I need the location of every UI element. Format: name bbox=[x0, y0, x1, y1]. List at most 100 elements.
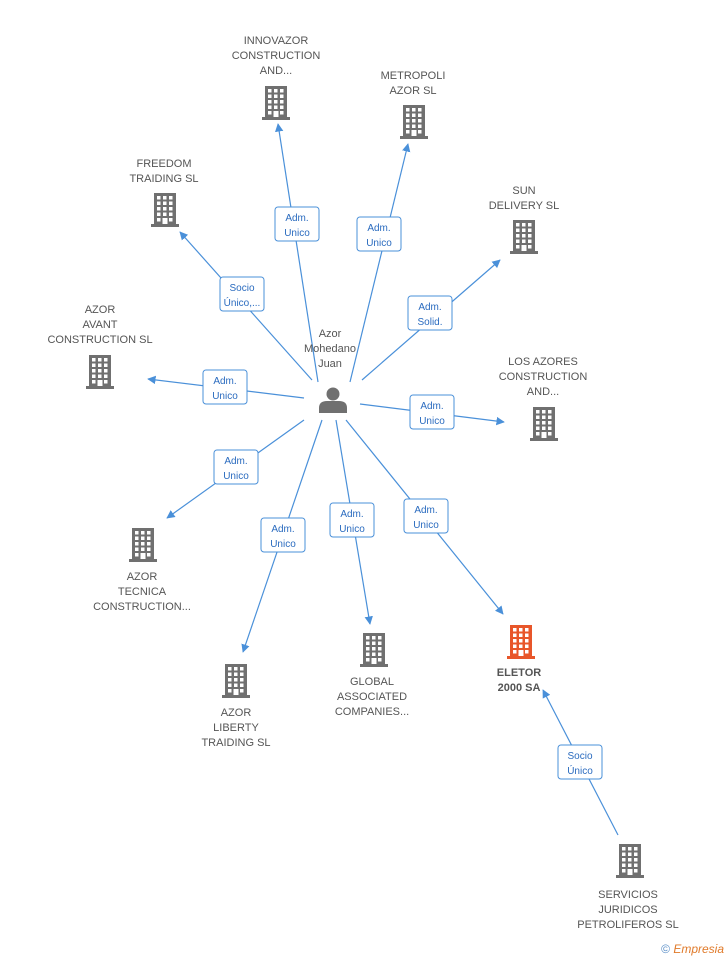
edge-arrow-innovazor bbox=[275, 123, 319, 383]
building-icon bbox=[222, 664, 250, 698]
building-icon bbox=[129, 528, 157, 562]
edge-label-text: Adm. bbox=[224, 456, 247, 467]
edge-label-freedom[interactable]: SocioÚnico,... bbox=[219, 276, 265, 312]
company-name-line: FREEDOM bbox=[137, 158, 192, 170]
person-name-line: Azor bbox=[319, 328, 342, 340]
brand-name: Empresia bbox=[673, 942, 724, 956]
company-node-innovazor[interactable]: INNOVAZOR CONSTRUCTION AND... bbox=[232, 35, 321, 120]
company-name-line: AZOR bbox=[85, 304, 116, 316]
company-node-liberty[interactable]: AZOR LIBERTY TRAIDING SL bbox=[201, 664, 271, 749]
company-node-eletor[interactable]: ELETOR 2000 SA bbox=[497, 625, 541, 694]
company-name-line: SUN bbox=[512, 185, 535, 197]
edge-label-text: Adm. bbox=[285, 213, 308, 224]
company-name-line: SERVICIOS bbox=[598, 889, 658, 901]
edge-label-eletor[interactable]: Adm. Unico bbox=[403, 498, 449, 534]
edge-label-text: Unico bbox=[270, 539, 296, 550]
edge-arrow-metropoli bbox=[349, 143, 411, 383]
copyright-symbol: © bbox=[661, 942, 670, 956]
company-name: INNOVAZOR CONSTRUCTION AND... bbox=[232, 35, 321, 77]
company-name-line: TECNICA bbox=[118, 586, 167, 598]
company-node-global[interactable]: GLOBAL ASSOCIATED COMPANIES... bbox=[335, 633, 409, 718]
edge-label-innovazor[interactable]: Adm. Unico bbox=[274, 206, 320, 242]
company-name-line: ASSOCIATED bbox=[337, 691, 407, 703]
company-name-line: ELETOR bbox=[497, 667, 541, 679]
company-node-azores[interactable]: LOS AZORES CONSTRUCTION AND... bbox=[499, 356, 588, 441]
company-name-line: TRAIDING SL bbox=[201, 737, 270, 749]
building-icon bbox=[86, 355, 114, 389]
company-name-line: COMPANIES... bbox=[335, 706, 409, 718]
company-name-line: LOS AZORES bbox=[508, 356, 578, 368]
company-name: FREEDOM TRAIDING SL bbox=[129, 158, 198, 185]
edge-label-text: Solid. bbox=[417, 317, 442, 328]
edge-label-sun[interactable]: Adm. Solid. bbox=[407, 295, 453, 331]
company-name-line: METROPOLI bbox=[381, 70, 446, 82]
edge-label-text: Unico bbox=[413, 520, 439, 531]
building-icon bbox=[530, 407, 558, 441]
edge-label-text: Adm. bbox=[340, 509, 363, 520]
building-icon bbox=[360, 633, 388, 667]
company-name: SUN DELIVERY SL bbox=[489, 185, 560, 212]
edge-label-avant[interactable]: Adm. Unico bbox=[202, 369, 248, 405]
company-name: SERVICIOS JURIDICOS PETROLIFEROS SL bbox=[577, 889, 678, 931]
edge-label-text: Socio bbox=[567, 751, 592, 762]
company-name-line: DELIVERY SL bbox=[489, 200, 560, 212]
company-name-line: CONSTRUCTION bbox=[499, 371, 588, 383]
company-name-line: TRAIDING SL bbox=[129, 173, 198, 185]
company-name: LOS AZORES CONSTRUCTION AND... bbox=[499, 356, 588, 398]
edge-label-text: Adm. bbox=[213, 376, 236, 387]
edge-label-text: Unico bbox=[366, 238, 392, 249]
company-name-line: INNOVAZOR bbox=[244, 35, 309, 47]
company-name: AZOR LIBERTY TRAIDING SL bbox=[201, 707, 270, 749]
edge-label-text: Adm. bbox=[414, 505, 437, 516]
edge-label-tecnica[interactable]: Adm. Unico bbox=[213, 449, 259, 485]
company-name-line: AND... bbox=[527, 386, 559, 398]
company-node-freedom[interactable]: FREEDOM TRAIDING SL bbox=[129, 158, 199, 227]
company-name: METROPOLI AZOR SL bbox=[381, 70, 446, 97]
edge-label-text: Socio bbox=[229, 283, 254, 294]
footer-brand[interactable]: © Empresia bbox=[661, 942, 724, 956]
edge-label-text: Unico bbox=[212, 391, 238, 402]
company-name: ELETOR 2000 SA bbox=[497, 667, 541, 694]
edge-label-text: Unico bbox=[284, 228, 310, 239]
edge-label-liberty[interactable]: Adm. Unico bbox=[260, 517, 306, 553]
edge-label-text: Unico bbox=[419, 416, 445, 427]
company-name-line: CONSTRUCTION SL bbox=[47, 334, 152, 346]
company-node-sun[interactable]: SUN DELIVERY SL bbox=[489, 185, 560, 254]
company-name-line: AZOR SL bbox=[389, 85, 436, 97]
company-name-line: AZOR bbox=[221, 707, 252, 719]
company-name: GLOBAL ASSOCIATED COMPANIES... bbox=[335, 676, 409, 718]
company-node-avant[interactable]: AZOR AVANT CONSTRUCTION SL bbox=[47, 304, 153, 389]
company-name-line: CONSTRUCTION bbox=[232, 50, 321, 62]
company-name-line: 2000 SA bbox=[498, 682, 541, 694]
company-name-line: JURIDICOS bbox=[598, 904, 657, 916]
edge-label-global[interactable]: Adm. Unico bbox=[329, 502, 375, 538]
company-name-line: GLOBAL bbox=[350, 676, 394, 688]
edge-label-text: Adm. bbox=[271, 524, 294, 535]
edge-label-text: Único bbox=[567, 764, 593, 777]
edge-label-text: Unico bbox=[339, 524, 365, 535]
edge-label-azores[interactable]: Adm.Unico bbox=[409, 394, 455, 430]
building-icon bbox=[616, 844, 644, 878]
building-icon bbox=[510, 220, 538, 254]
building-icon bbox=[400, 105, 428, 139]
company-name-line: LIBERTY bbox=[213, 722, 259, 734]
edge-label-text: Unico bbox=[223, 471, 249, 482]
building-icon bbox=[507, 625, 535, 659]
company-name-line: PETROLIFEROS SL bbox=[577, 919, 678, 931]
edge-label-text: Adm. bbox=[418, 302, 441, 313]
company-name-line: AVANT bbox=[82, 319, 117, 331]
person-name-line: Mohedano bbox=[304, 343, 356, 355]
company-node-servicios[interactable]: SERVICIOS JURIDICOS PETROLIFEROS SL bbox=[577, 844, 679, 931]
company-name-line: AND... bbox=[260, 65, 292, 77]
company-node-metropoli[interactable]: METROPOLI AZOR SL bbox=[381, 70, 446, 139]
edge-label-metropoli[interactable]: Adm.Unico bbox=[356, 216, 402, 252]
building-icon bbox=[151, 193, 179, 227]
edge-label-text: Único,... bbox=[224, 296, 261, 309]
